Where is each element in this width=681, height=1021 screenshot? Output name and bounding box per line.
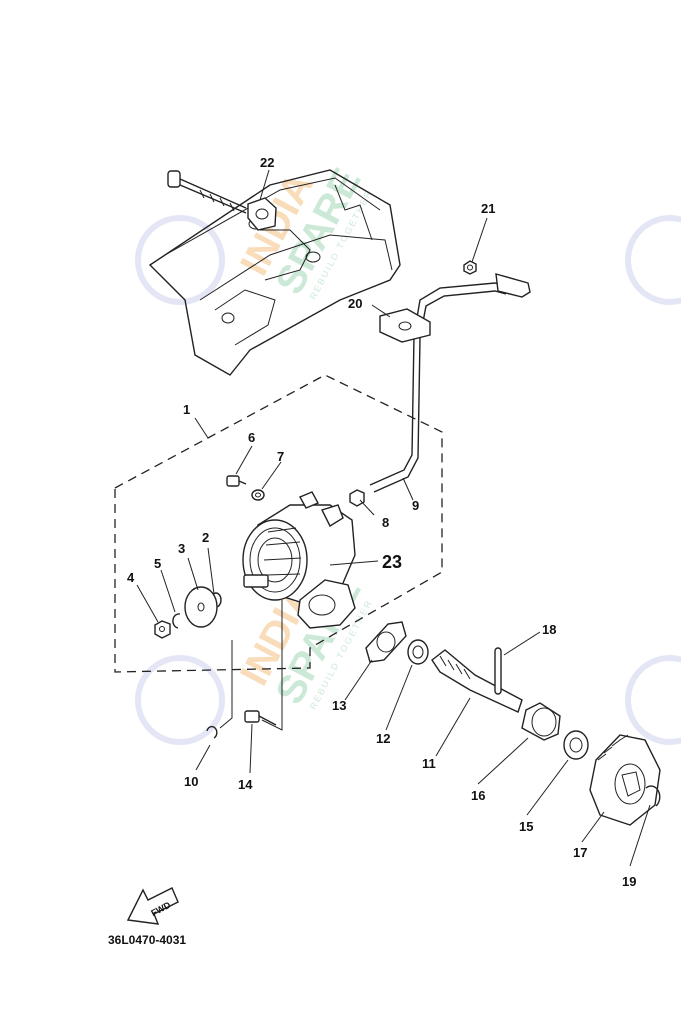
callout-8: 8: [382, 515, 389, 530]
bolt-14: [244, 710, 277, 726]
leader-lines: [136, 169, 651, 867]
callout-15: 15: [519, 819, 533, 834]
screw-6: [226, 475, 247, 487]
oil-pump: [242, 491, 356, 629]
nut-21: [463, 260, 477, 275]
callout-19: 19: [622, 874, 636, 889]
shaft-11: [431, 649, 523, 713]
callout-16: 16: [471, 788, 485, 803]
callout-3: 3: [178, 541, 185, 556]
oil-pipe: [369, 273, 531, 493]
callout-5: 5: [154, 556, 161, 571]
union-8: [349, 489, 365, 507]
callout-4: 4: [127, 570, 135, 585]
callout-10: 10: [184, 774, 198, 789]
watermark-wrench-icon: [135, 215, 681, 745]
callout-20: 20: [348, 296, 362, 311]
callout-1: 1: [183, 402, 190, 417]
pin-18: [494, 647, 502, 695]
callouts: 1 2 3 4 5 6 7 8 9 10 11 12 13 14 15 16 1…: [127, 155, 636, 889]
callout-6: 6: [248, 430, 255, 445]
callout-9: 9: [412, 498, 419, 513]
callout-14: 14: [238, 777, 253, 792]
callout-13: 13: [332, 698, 346, 713]
callout-23: 23: [382, 552, 402, 572]
callout-18: 18: [542, 622, 556, 637]
engine-housing: [148, 169, 401, 376]
gasket-13: [365, 621, 407, 663]
oil-seal-12: [407, 639, 429, 665]
assembly-boundary: [114, 374, 443, 673]
bearing-15: [563, 730, 589, 760]
callout-22: 22: [260, 155, 274, 170]
collar-16: [521, 702, 561, 741]
gear-17: [589, 734, 661, 826]
diagram-code: 36L0470-4031: [108, 933, 186, 947]
callout-12: 12: [376, 731, 390, 746]
callout-2: 2: [202, 530, 209, 545]
callout-7: 7: [277, 449, 284, 464]
bolt-assembly: [167, 170, 277, 231]
clip-10: [206, 725, 218, 739]
fwd-arrow-icon: FWD: [126, 887, 179, 925]
gear-3: [184, 586, 218, 628]
callout-11: 11: [422, 756, 436, 771]
washer-7: [251, 489, 265, 501]
nut-4: [154, 620, 171, 639]
callout-21: 21: [481, 201, 495, 216]
circlip-19: [645, 785, 661, 807]
circlip-5: [172, 613, 181, 629]
callout-17: 17: [573, 845, 587, 860]
